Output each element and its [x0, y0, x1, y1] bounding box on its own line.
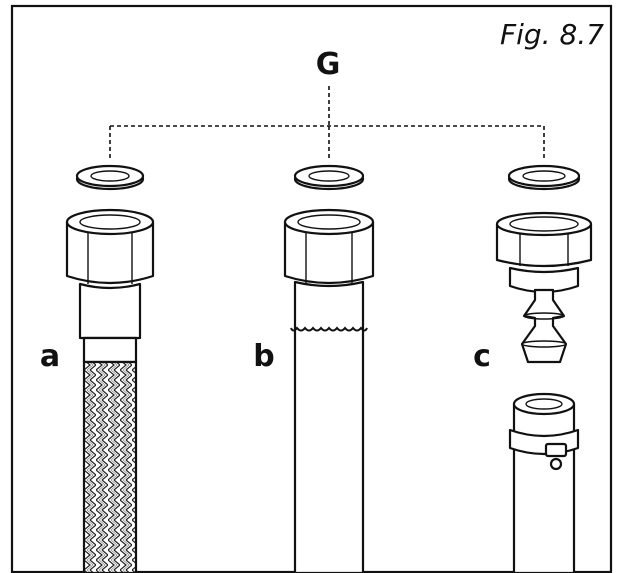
hose-label-a: a	[40, 339, 60, 374]
hose-c-assembly	[495, 164, 593, 573]
spring-clip-b	[290, 326, 368, 332]
hose-a-assembly	[65, 164, 155, 573]
washer-c	[507, 164, 581, 191]
group-label-g: G	[316, 47, 341, 82]
barbed-spigot-c	[520, 288, 568, 364]
nut-b	[283, 208, 375, 285]
hose-label-c: c	[473, 339, 491, 374]
braided-hose-a	[82, 360, 138, 573]
plain-hose-b	[293, 280, 365, 573]
plain-hose-c	[512, 392, 576, 573]
washer-b	[293, 164, 365, 191]
nut-c	[495, 211, 593, 294]
nut-a	[65, 208, 155, 285]
washer-connector-lines	[109, 86, 545, 160]
washer-a	[75, 164, 145, 191]
figure-title: Fig. 8.7	[500, 18, 604, 51]
hose-b-assembly	[283, 164, 375, 573]
hose-label-b: b	[253, 339, 274, 374]
hose-clamp-c	[508, 428, 580, 471]
collar-a	[78, 282, 142, 364]
